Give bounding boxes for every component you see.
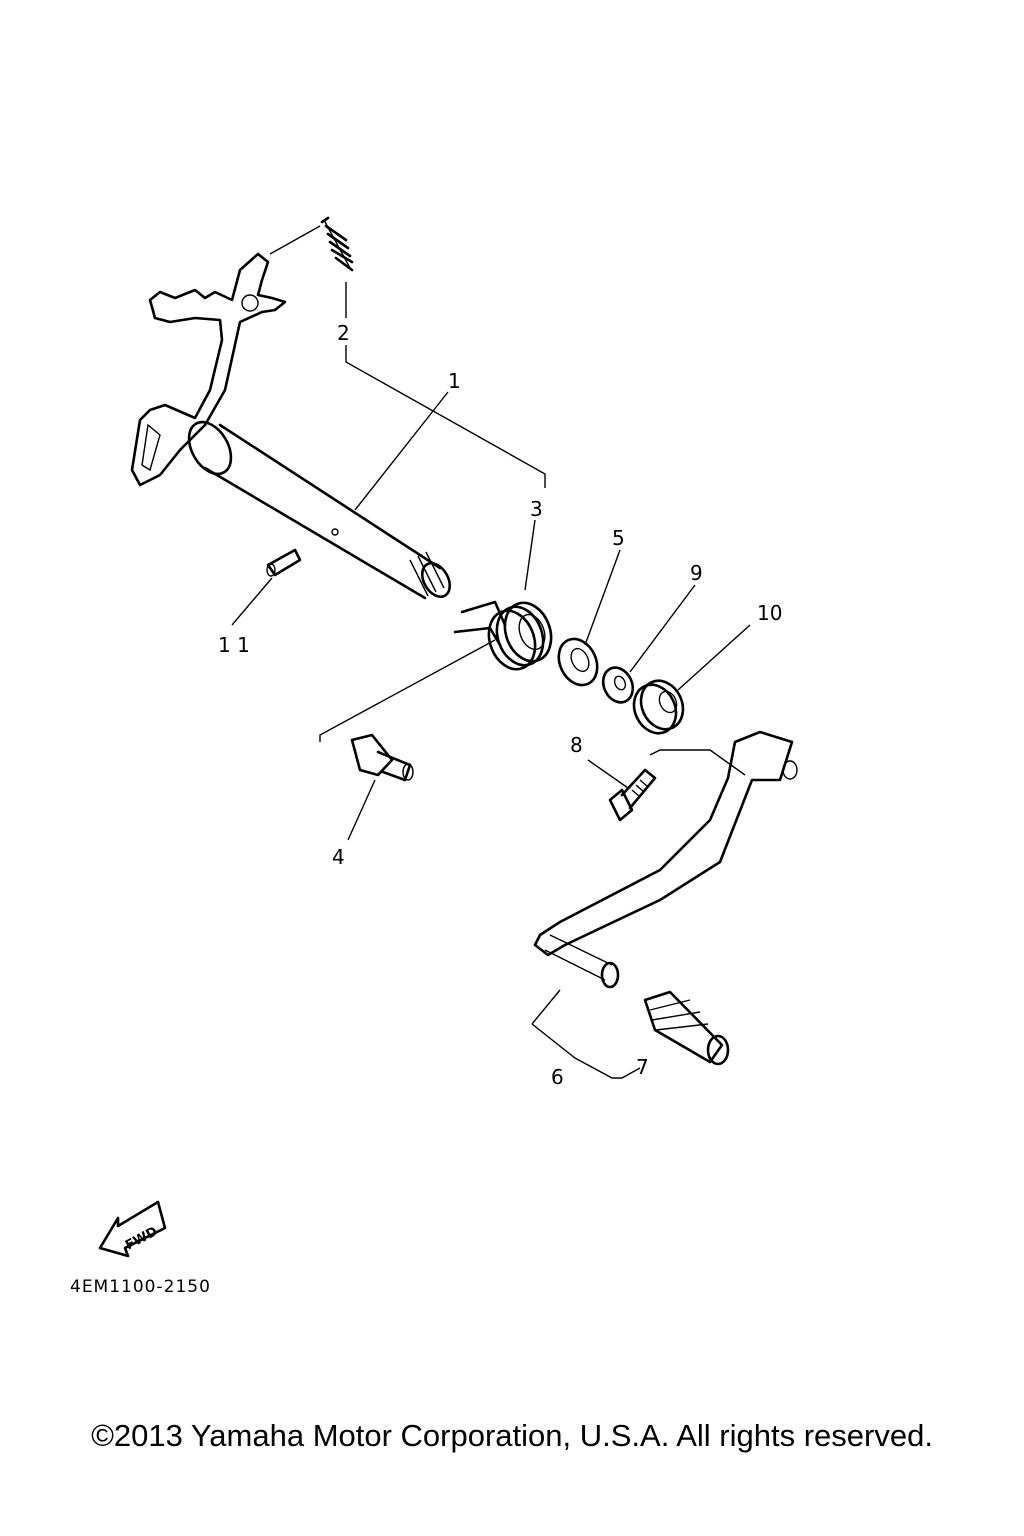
callout-1: 1: [448, 369, 461, 393]
callout-labels: 1 2 3 4 5 6 7 8 9 10 1 1: [218, 321, 782, 1089]
callout-10: 10: [757, 601, 782, 625]
shift-shaft: [130, 252, 452, 600]
stud-bolt: [350, 733, 414, 782]
dowel-pin: [266, 548, 302, 577]
fwd-label: FWD: [123, 1224, 160, 1253]
callout-6: 6: [551, 1065, 564, 1089]
fwd-arrow-icon: FWD: [98, 1200, 167, 1258]
callout-3: 3: [530, 497, 543, 521]
return-spring: [320, 216, 354, 272]
diagram-code: 4EM1100-2150: [70, 1277, 211, 1297]
callout-4: 4: [332, 845, 345, 869]
bushing: [632, 679, 685, 735]
shift-pedal: [533, 730, 798, 989]
oil-seal: [557, 637, 599, 687]
leader-lines: [231, 225, 751, 1079]
torsion-spring: [453, 600, 553, 671]
copyright-notice: ©2013 Yamaha Motor Corporation, U.S.A. A…: [91, 1418, 933, 1453]
callout-2: 2: [337, 321, 350, 345]
callout-11: 1 1: [218, 633, 250, 657]
callout-7: 7: [636, 1055, 649, 1079]
pedal-rubber: [643, 990, 730, 1066]
callout-5: 5: [612, 526, 625, 550]
pinch-bolt: [608, 768, 657, 822]
callout-9: 9: [690, 561, 703, 585]
washer: [601, 666, 635, 704]
callout-8: 8: [570, 733, 583, 757]
